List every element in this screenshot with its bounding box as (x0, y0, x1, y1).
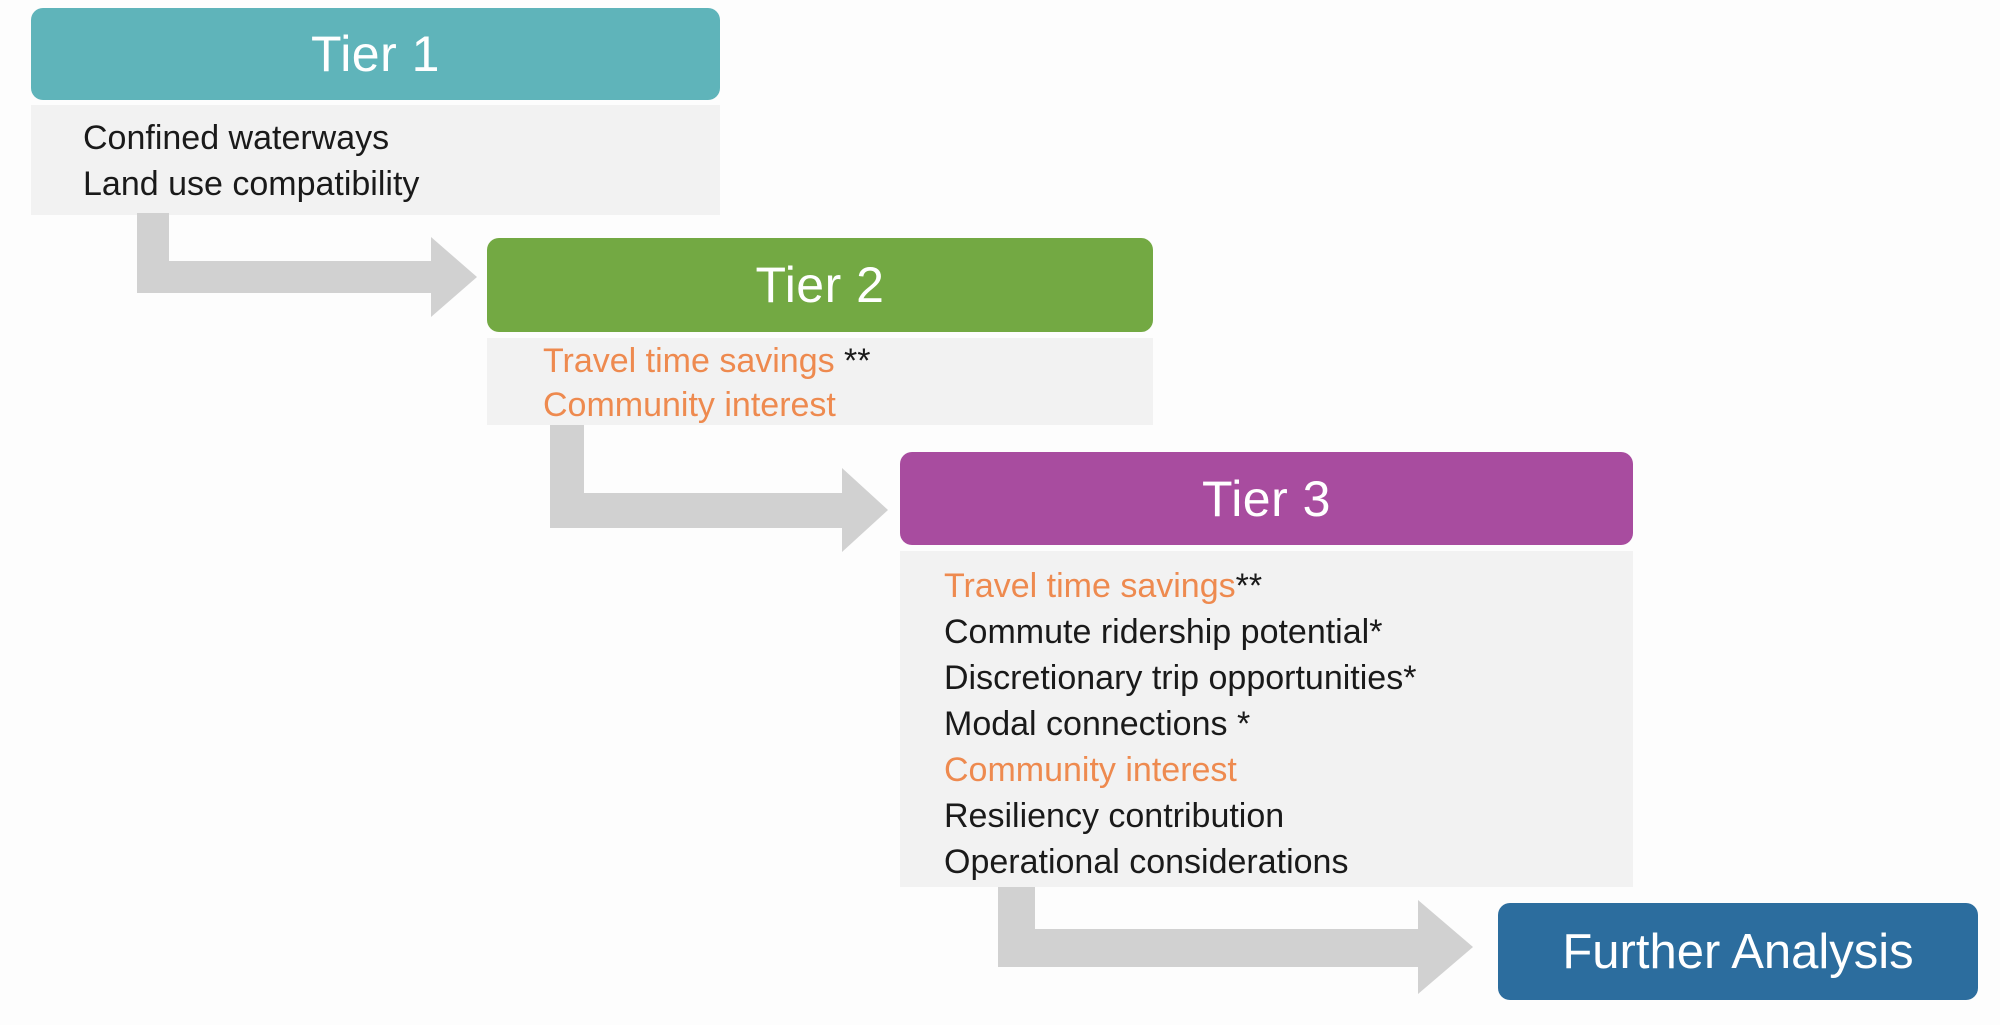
tier2-criteria-list: Travel time savings ** Community interest (487, 338, 1153, 425)
asterisk-note: ** (1235, 567, 1263, 605)
criterion-item: Travel time savings ** (543, 342, 871, 380)
arrow-head-icon (1418, 900, 1473, 994)
arrow-horizontal-segment (550, 493, 842, 528)
arrow-head-icon (842, 468, 888, 552)
criterion-item: Community interest (543, 386, 836, 424)
criterion-item: Discretionary trip opportunities* (944, 659, 1417, 697)
criterion-item: Community interest (944, 751, 1237, 789)
arrow-horizontal-segment (998, 929, 1418, 967)
criterion-item: Confined waterways (83, 119, 390, 157)
tier3-header: Tier 3 (900, 452, 1633, 545)
criterion-item: Resiliency contribution (944, 797, 1285, 835)
criterion-item: Operational considerations (944, 843, 1349, 881)
criterion-item: Travel time savings** (944, 567, 1263, 605)
criterion-item: Land use compatibility (83, 165, 420, 203)
arrow-horizontal-segment (137, 261, 431, 293)
tier3-criteria-list: Travel time savings** Commute ridership p… (900, 551, 1633, 887)
arrow-head-icon (431, 237, 477, 317)
asterisk-note: ** (834, 342, 871, 380)
criterion-item: Commute ridership potential* (944, 613, 1383, 651)
criterion-item: Modal connections * (944, 705, 1251, 743)
tier2-header: Tier 2 (487, 238, 1153, 332)
further-analysis-box: Further Analysis (1498, 903, 1978, 1000)
tier1-header: Tier 1 (31, 8, 720, 100)
